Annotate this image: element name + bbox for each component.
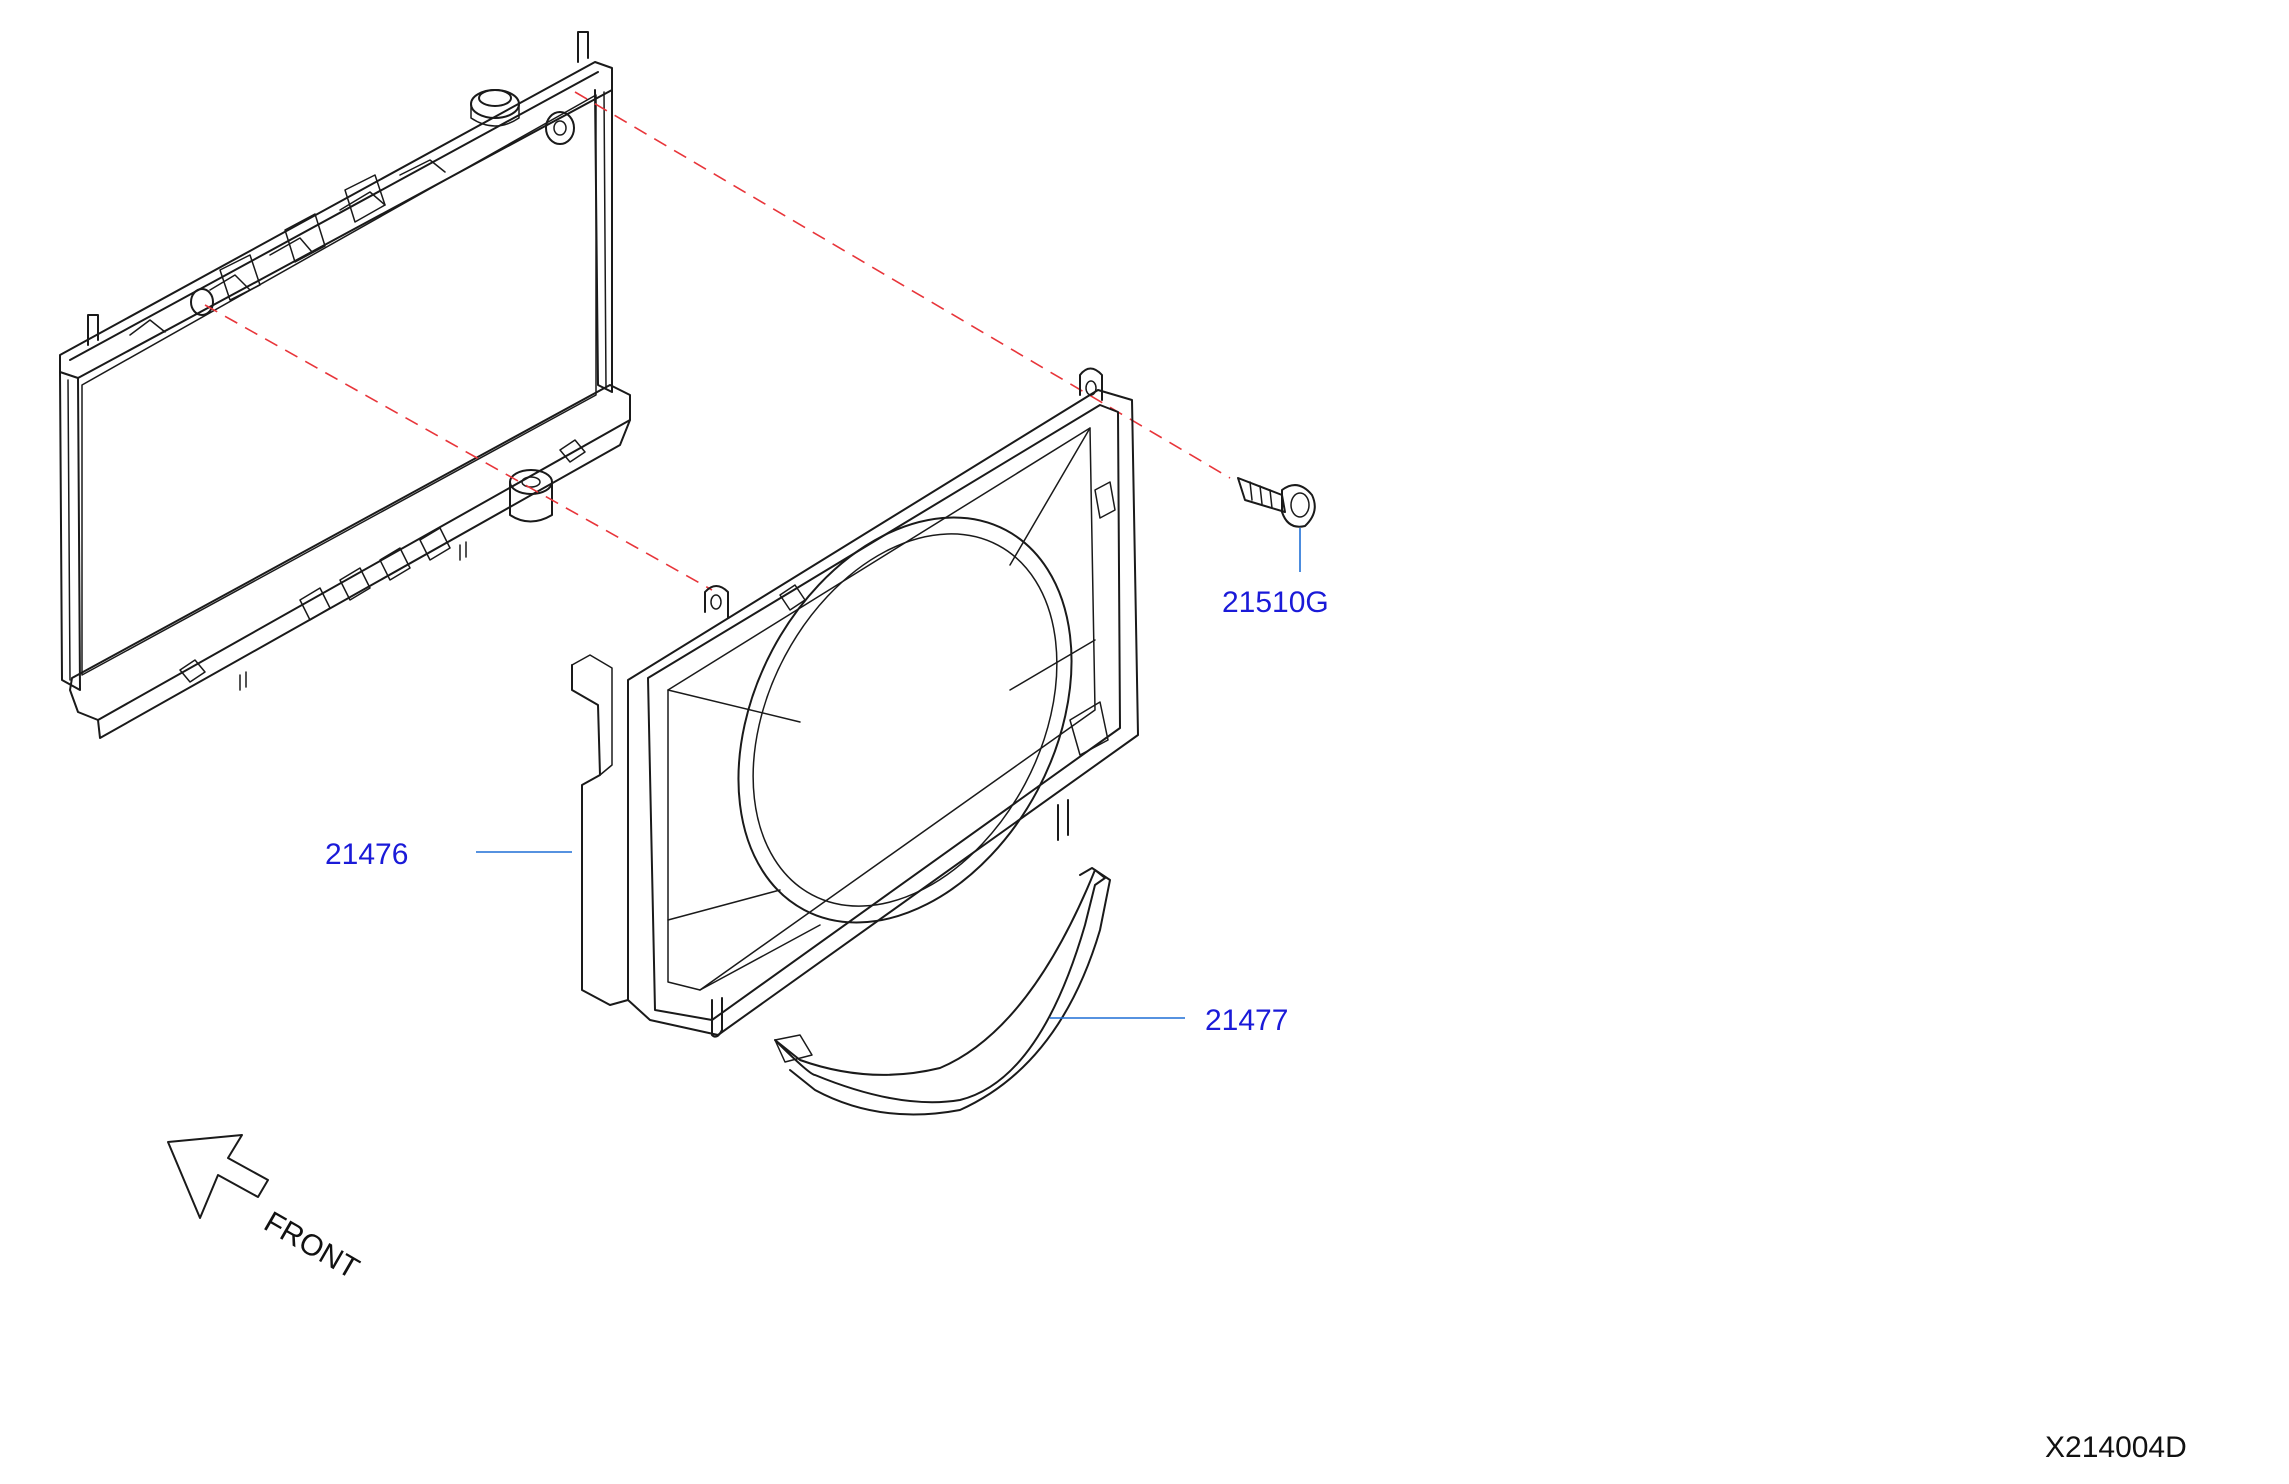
front-direction-indicator: FRONT bbox=[167, 1134, 365, 1286]
radiator-drawing bbox=[59, 31, 631, 739]
shroud-part-number: 21476 bbox=[325, 838, 408, 871]
lower-alignment-line bbox=[204, 304, 713, 591]
bolt-drawing bbox=[1237, 477, 1316, 528]
front-arrow-icon bbox=[167, 1134, 269, 1219]
bolt-part-number: 21510G bbox=[1222, 586, 1329, 619]
figure-code: X214004D bbox=[2045, 1431, 2187, 1464]
alignment-lines bbox=[204, 91, 1231, 591]
lower-shroud-drawing bbox=[774, 867, 1111, 1116]
callout-shroud: 21476 bbox=[325, 838, 572, 871]
upper-alignment-line bbox=[574, 91, 1231, 479]
callout-lower-shroud: 21477 bbox=[1050, 1004, 1288, 1037]
front-label: FRONT bbox=[259, 1205, 365, 1285]
fan-shroud-drawing bbox=[571, 367, 1139, 1038]
callout-bolt: 21510G bbox=[1222, 528, 1329, 619]
lower-shroud-part-number: 21477 bbox=[1205, 1004, 1288, 1037]
